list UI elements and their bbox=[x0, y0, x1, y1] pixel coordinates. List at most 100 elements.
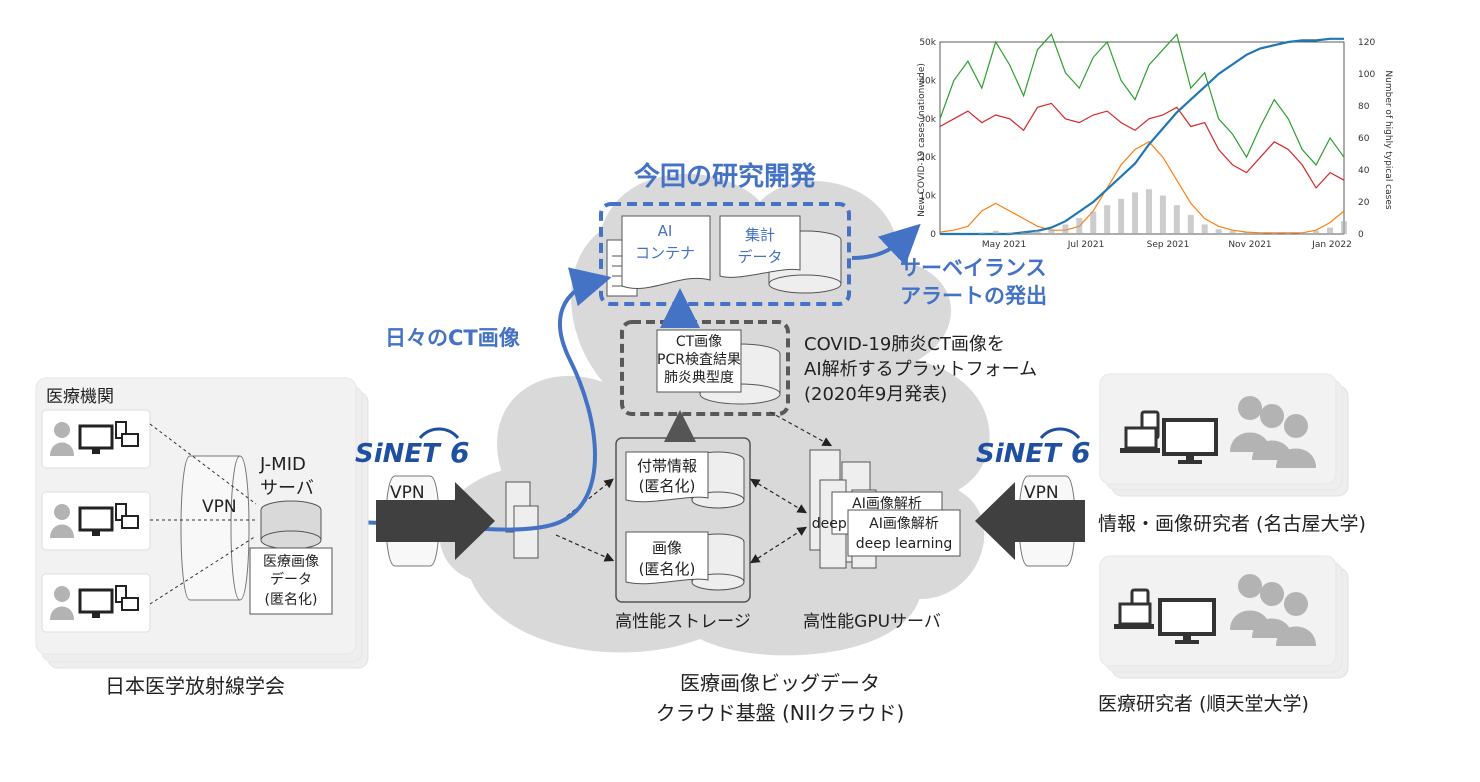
laptop-icon bbox=[121, 433, 139, 447]
chart-bar bbox=[1132, 192, 1139, 234]
chart-bar bbox=[1285, 232, 1292, 234]
vpn-left-label: VPN bbox=[202, 497, 237, 517]
storage-meta: 付帯情報 (匿名化) bbox=[625, 451, 745, 509]
person-icon bbox=[54, 504, 70, 520]
daily-ct-label: 日々のCT画像 bbox=[385, 326, 521, 350]
gpu-doc-back-1: AI画像解析 bbox=[852, 496, 922, 512]
chart-ylabel: New COVID-19 cases (nationwide) bbox=[917, 63, 927, 217]
hospital-label: 医療機関 bbox=[46, 387, 114, 407]
covid-chart: New COVID-19 cases (nationwide) Number o… bbox=[917, 33, 1393, 250]
chart-bar bbox=[1048, 229, 1055, 234]
chart-ytick-label: 20k bbox=[919, 153, 936, 163]
ai-container-doc: AI コンテナ bbox=[606, 215, 711, 297]
chart-bar bbox=[1090, 211, 1097, 234]
storage-meta-2: (匿名化) bbox=[639, 477, 696, 495]
platform-db: CT画像 PCR検査結果 肺炎典型度 bbox=[656, 329, 781, 405]
aggregate-label-2: データ bbox=[737, 248, 782, 266]
chart-y2tick-label: 100 bbox=[1358, 70, 1375, 80]
juntendo-devices bbox=[1114, 588, 1216, 644]
chart-bar bbox=[1187, 214, 1194, 234]
chart-ytick-label: 30k bbox=[919, 115, 936, 125]
chart-ytick-label: 10k bbox=[919, 192, 936, 202]
gpu-to-platform-arrow bbox=[769, 411, 833, 447]
nagoya-label: 情報・画像研究者 (名古屋大学) bbox=[1098, 513, 1366, 535]
person-icon bbox=[54, 586, 70, 602]
juntendo-people-icon bbox=[1230, 574, 1316, 646]
platform-data-3: 肺炎典型度 bbox=[664, 370, 734, 386]
jmid-db bbox=[260, 500, 322, 550]
link-h3 bbox=[149, 535, 257, 605]
chart-ytick-label: 0 bbox=[930, 230, 936, 240]
chart-bar bbox=[1076, 218, 1083, 234]
storage-box bbox=[615, 437, 751, 603]
jrs-label: 日本医学放射線学会 bbox=[105, 674, 285, 698]
ai-container-label-2: コンテナ bbox=[635, 244, 695, 262]
storage-meta-1: 付帯情報 bbox=[637, 457, 697, 475]
chart-y2tick-label: 80 bbox=[1358, 102, 1370, 112]
vpn-mid-label: VPN bbox=[390, 483, 425, 503]
jmid-label-2: サーバ bbox=[260, 478, 314, 499]
chart-bar bbox=[1173, 205, 1180, 234]
platform-data-1: CT画像 bbox=[676, 334, 722, 350]
gpu-doc-front: AI画像解析 deep learning bbox=[847, 509, 961, 557]
surveillance-2: アラートの発出 bbox=[900, 284, 1047, 308]
entry-server bbox=[505, 481, 539, 559]
juntendo-label: 医療研究者 (順天堂大学) bbox=[1098, 693, 1309, 715]
hospital-row bbox=[41, 409, 151, 469]
chart-bar bbox=[1159, 195, 1166, 234]
chart-bar bbox=[978, 232, 985, 234]
chart-bar bbox=[1313, 230, 1320, 234]
chart-bar bbox=[1006, 232, 1013, 234]
chart-y2tick-label: 20 bbox=[1358, 198, 1370, 208]
med-image-2: データ bbox=[270, 571, 312, 588]
storage-label: 高性能ストレージ bbox=[615, 612, 751, 632]
storage-image-2: (匿名化) bbox=[639, 560, 696, 578]
gpu-doc-front-1: AI画像解析 bbox=[869, 516, 939, 532]
sinet-right-num: 6 bbox=[1071, 436, 1090, 469]
aggregate-label-1: 集計 bbox=[745, 226, 775, 244]
chart-bar bbox=[1271, 232, 1278, 234]
storage-image: 画像 (匿名化) bbox=[625, 531, 745, 591]
laptop-icon bbox=[121, 597, 139, 611]
chart-series bbox=[939, 33, 1347, 236]
chart-y2label: Number of highly typical cases bbox=[1383, 70, 1393, 209]
monitor-icon bbox=[78, 588, 114, 614]
hospital-row bbox=[41, 491, 151, 551]
chart-series-line bbox=[939, 102, 1345, 189]
chart-bar bbox=[1020, 232, 1027, 234]
chart-bar bbox=[1257, 232, 1264, 234]
sinet-left-num: 6 bbox=[450, 436, 469, 469]
meta-gpu-link bbox=[749, 478, 808, 514]
aggregate-data-doc: 集計 データ bbox=[719, 215, 842, 294]
jmid-label-1: J-MID bbox=[259, 454, 306, 475]
sinet-right-text: SiNET bbox=[976, 439, 1063, 469]
chart-series-line bbox=[939, 33, 1345, 166]
chart-y2tick-label: 0 bbox=[1358, 230, 1364, 240]
nagoya-people-icon bbox=[1230, 396, 1316, 468]
link-h1 bbox=[149, 423, 257, 505]
chart-xtick-label: Nov 2021 bbox=[1228, 240, 1271, 250]
sinet-logo-left: SiNET 6 bbox=[355, 427, 469, 469]
chart-bar bbox=[992, 230, 999, 234]
chart-bar bbox=[1201, 224, 1208, 234]
cloud-label-1: 医療画像ビッグデータ bbox=[680, 671, 880, 695]
med-image-doc: 医療画像 データ (匿名化) bbox=[249, 547, 333, 615]
chart-bar bbox=[1243, 232, 1250, 234]
chart-bar bbox=[1062, 224, 1069, 234]
research-box bbox=[599, 202, 851, 306]
chart-bar bbox=[1118, 198, 1125, 234]
arrow-left-in bbox=[376, 482, 495, 560]
entry-to-image bbox=[555, 534, 615, 562]
surveillance-1: サーベイランス bbox=[900, 256, 1047, 280]
alert-arrow bbox=[851, 223, 921, 266]
platform-box bbox=[620, 320, 790, 416]
vpn-right-label: VPN bbox=[1024, 483, 1059, 503]
laptop-icon bbox=[121, 515, 139, 529]
chart-bar bbox=[1327, 227, 1334, 234]
platform-desc-1: COVID-19肺炎CT画像を bbox=[804, 334, 1005, 355]
gpu-label: 高性能GPUサーバ bbox=[803, 612, 941, 632]
med-image-1: 医療画像 bbox=[263, 553, 319, 570]
chart-bar bbox=[1299, 232, 1306, 234]
